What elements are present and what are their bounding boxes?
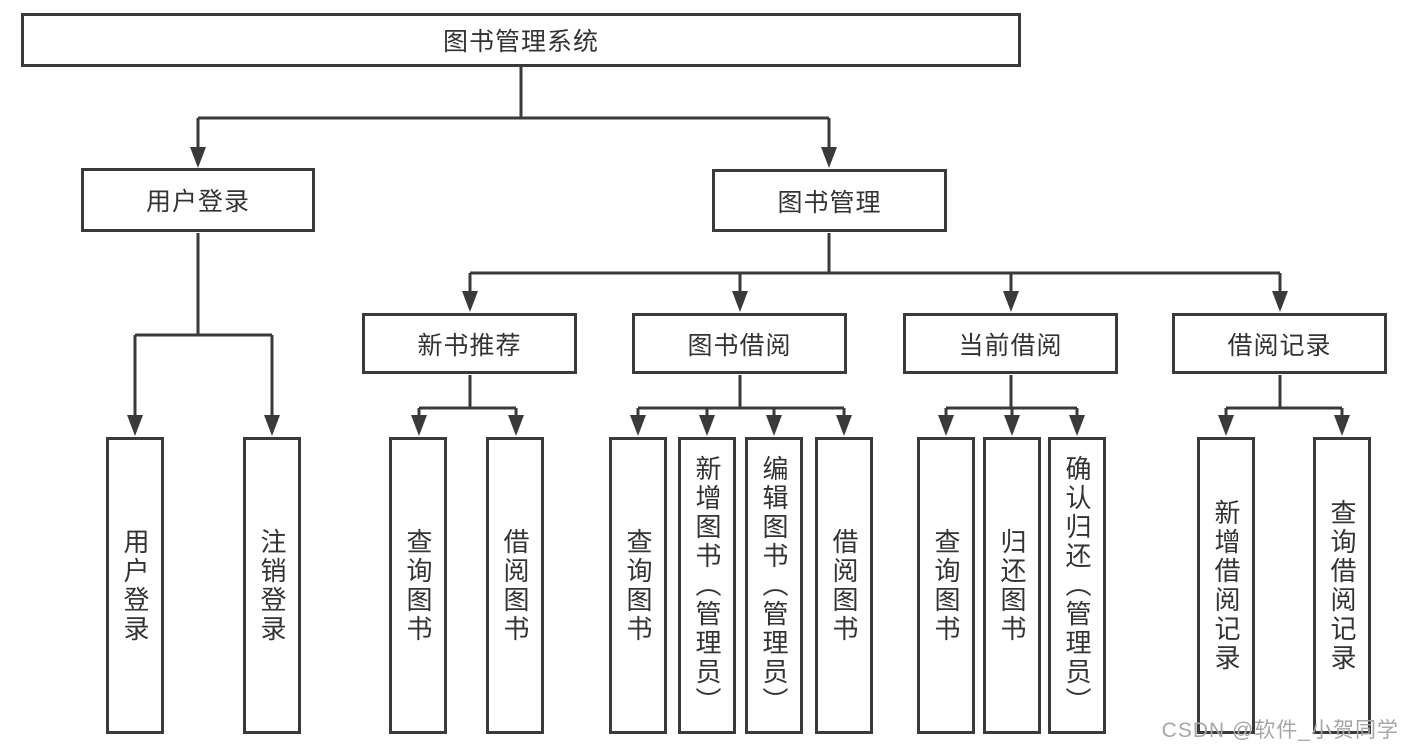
node-book-borrowing: 图书借阅 [632, 313, 847, 374]
leaf-user-login: 用户登录 [106, 437, 164, 734]
leaf-confirm-return-admin: 确认归还（管理员） [1048, 437, 1106, 734]
node-book-management: 图书管理 [712, 169, 947, 232]
node-borrowing-records: 借阅记录 [1172, 313, 1387, 374]
leaf-query-books-current: 查询图书 [917, 437, 975, 734]
node-current-borrowing: 当前借阅 [903, 313, 1118, 374]
leaf-query-borrow-record: 查询借阅记录 [1313, 437, 1371, 734]
leaf-borrow-books-recommend: 借阅图书 [486, 437, 544, 734]
leaf-edit-books-admin: 编辑图书（管理员） [745, 437, 803, 734]
leaf-query-books-recommend: 查询图书 [389, 437, 447, 734]
node-library-system: 图书管理系统 [21, 13, 1021, 67]
leaf-query-books-borrow: 查询图书 [609, 437, 667, 734]
leaf-logout: 注销登录 [243, 437, 301, 734]
leaf-return-books: 归还图书 [983, 437, 1041, 734]
leaf-add-books-admin: 新增图书（管理员） [678, 437, 736, 734]
node-new-book-recommend: 新书推荐 [362, 313, 577, 374]
node-user-login: 用户登录 [81, 168, 315, 232]
leaf-borrow-books: 借阅图书 [815, 437, 873, 734]
leaf-add-borrow-record: 新增借阅记录 [1197, 437, 1255, 734]
csdn-watermark: CSDN @软件_小贺同学 [1161, 719, 1399, 742]
